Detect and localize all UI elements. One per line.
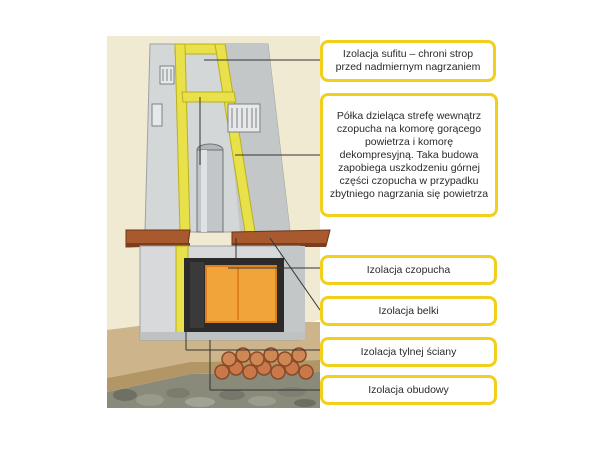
mantel-beam	[125, 229, 331, 248]
insulation-layer	[174, 43, 256, 233]
callout-dividing-shelf-text: Półka dzieląca strefę wewnątrz czopucha …	[329, 109, 489, 200]
callout-beam-insulation: Izolacja belki	[320, 296, 497, 326]
callout-ceiling-insulation-text: Izolacja sufitu – chroni strop przed nad…	[335, 48, 481, 73]
callout-dividing-shelf: Półka dzieląca strefę wewnątrz czopucha …	[320, 93, 498, 217]
callout-beam-insulation-text: Izolacja belki	[378, 304, 439, 317]
callout-back-wall-insulation: Izolacja tylnej ściany	[320, 337, 497, 367]
callout-casing-insulation-text: Izolacja obudowy	[368, 383, 449, 396]
insert-side-panel	[190, 262, 204, 328]
casing-plinth	[140, 332, 305, 340]
vent-grille-top	[159, 65, 175, 85]
callout-flue-insulation: Izolacja czopucha	[320, 255, 497, 285]
callout-back-wall-insulation-text: Izolacja tylnej ściany	[360, 345, 457, 358]
callout-flue-insulation-text: Izolacja czopucha	[366, 263, 451, 276]
lower-casing-side	[280, 246, 305, 340]
callout-casing-insulation: Izolacja obudowy	[320, 375, 497, 405]
flue-pipe	[196, 143, 224, 233]
vent-grille-left	[151, 103, 163, 127]
callout-ceiling-insulation: Izolacja sufitu – chroni strop przed nad…	[320, 40, 496, 82]
firewood-logs	[214, 347, 314, 380]
leader-lines	[185, 59, 321, 391]
vent-grille-side	[227, 103, 261, 133]
fireplace-glass	[205, 265, 277, 323]
